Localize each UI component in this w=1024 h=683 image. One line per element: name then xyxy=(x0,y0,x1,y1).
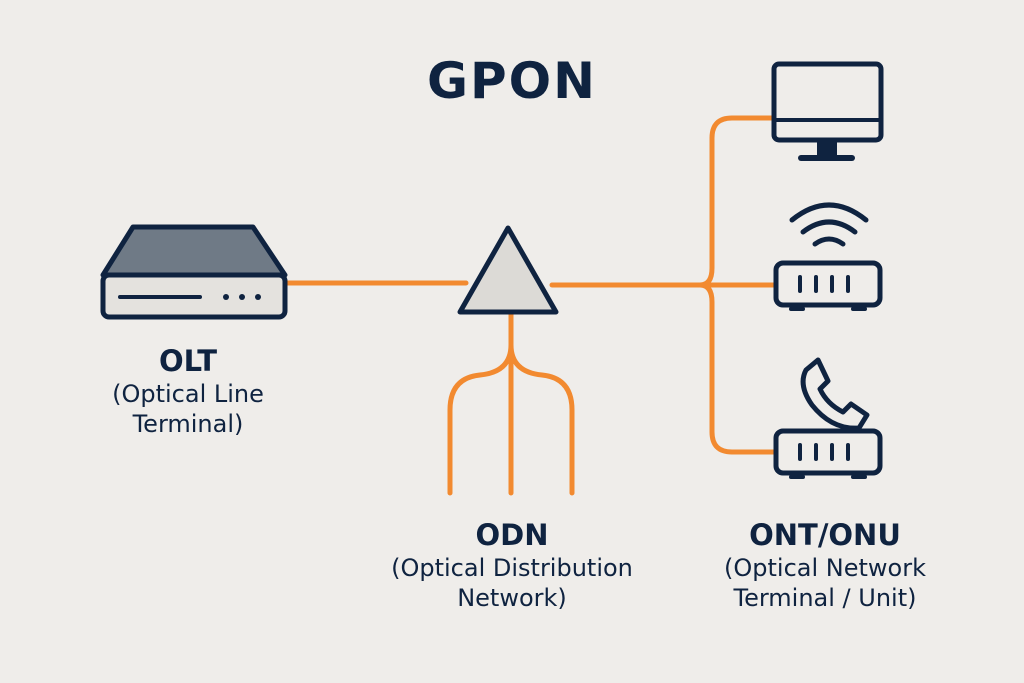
olt-name: OLT xyxy=(158,344,218,378)
diagram-title: GPON xyxy=(426,52,598,110)
fiber-odn-left xyxy=(447,312,514,496)
wifi-icon xyxy=(789,202,869,247)
olt-description-line-1: (Optical Line xyxy=(112,380,264,409)
ont-description-line-1: (Optical Network xyxy=(724,554,926,583)
odn-label: ODN (Optical Distribution Network) xyxy=(362,517,662,613)
olt-description-line-2: Terminal) xyxy=(132,410,244,439)
olt-label: OLT (Optical Line Terminal) xyxy=(88,343,288,439)
phone-icon xyxy=(800,357,870,431)
odn-description-line-2: Network) xyxy=(457,584,567,613)
monitor-icon xyxy=(771,61,884,161)
fiber-lines xyxy=(283,115,779,496)
olt-device-icon xyxy=(100,224,288,320)
fiber-branch-phone xyxy=(697,282,779,455)
router-icon xyxy=(773,428,883,479)
splitter-icon xyxy=(457,225,559,315)
fiber-branch-monitor xyxy=(697,115,779,288)
ont-name: ONT/ONU xyxy=(749,518,901,552)
fiber-odn-right xyxy=(508,312,575,496)
odn-name: ODN xyxy=(475,518,549,552)
ont-label: ONT/ONU (Optical Network Terminal / Unit… xyxy=(700,517,950,613)
odn-description-line-1: (Optical Distribution xyxy=(391,554,633,583)
router-icon xyxy=(773,260,883,311)
ont-description-line-2: Terminal / Unit) xyxy=(733,584,917,613)
